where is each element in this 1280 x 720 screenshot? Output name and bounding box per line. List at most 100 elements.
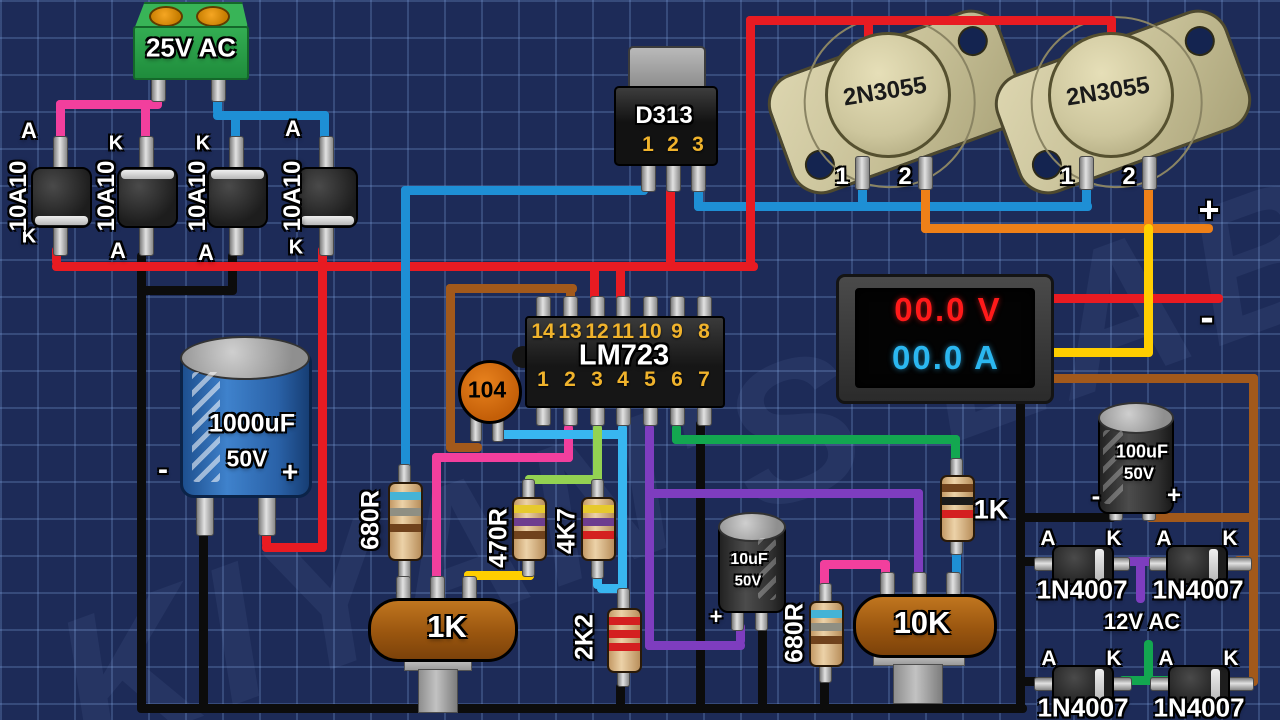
terminal-screw — [149, 6, 183, 27]
ic-pin-number: 11 — [611, 320, 635, 343]
wire-segment — [446, 284, 577, 293]
wire-segment — [432, 453, 573, 462]
ic-body — [525, 316, 725, 408]
cap-voltage: 50V — [734, 572, 762, 590]
wire-collector-header — [746, 16, 1116, 25]
resistor-680r — [809, 601, 844, 667]
diode-polarity: K — [195, 132, 211, 155]
ic-pin-number: 13 — [558, 320, 582, 343]
wire-segment — [746, 16, 755, 266]
polarity-plus: + — [709, 604, 723, 629]
d313-pin-number: 2 — [667, 133, 679, 156]
wire-segment — [213, 96, 222, 116]
wire-segment — [914, 489, 923, 583]
wire-segment — [137, 252, 146, 712]
ic-pin-number: 10 — [638, 320, 662, 343]
wire-segment — [645, 641, 745, 650]
wire-segment — [262, 524, 271, 548]
wire-segment — [228, 252, 237, 295]
meter-voltage-readout: 00.0 V — [894, 291, 1002, 328]
ic-pin-number: 4 — [617, 368, 629, 391]
wire-segment — [597, 584, 627, 593]
wire-segment — [820, 679, 829, 710]
pot-shaft[interactable] — [418, 669, 458, 713]
wire-ground-rail — [137, 704, 1027, 713]
ic-pin-number: 3 — [591, 368, 603, 391]
d313-body — [614, 86, 718, 166]
resistor-label: 1K — [973, 494, 1009, 525]
wire-segment — [820, 560, 829, 594]
wire-segment — [401, 186, 410, 476]
wire-meter-out — [1046, 294, 1223, 303]
wire-segment — [432, 453, 441, 583]
wire-segment — [318, 262, 327, 552]
diode-name: 1N4007 — [1152, 574, 1244, 605]
ic-pin-number: 7 — [698, 368, 710, 391]
wire-segment — [616, 262, 625, 304]
transistor-pin-number: 1 — [1060, 163, 1074, 190]
pot-label: 1K — [427, 609, 467, 644]
transistor-can — [825, 32, 951, 158]
wire-segment — [56, 100, 65, 142]
wire-segment — [1082, 183, 1091, 207]
diode-polarity: K — [1106, 527, 1122, 550]
diode-polarity: A — [1040, 527, 1056, 550]
transistor-pin-number: 2 — [1122, 163, 1136, 190]
wire-segment — [1046, 348, 1153, 357]
pot-label: 10K — [893, 605, 951, 640]
wire-segment — [952, 549, 961, 581]
transistor-pin-number: 1 — [835, 163, 849, 190]
wire-segment — [318, 246, 327, 266]
diode-name: 10A10 — [279, 160, 306, 232]
filter-cap-voltage: 50V — [226, 445, 268, 472]
ic-pin-number: 8 — [698, 320, 710, 343]
wire-segment — [497, 430, 627, 439]
cap-voltage: 50V — [1123, 464, 1155, 483]
wire-segment — [672, 435, 960, 444]
wire-segment — [1144, 183, 1153, 231]
resistor-label: 2K2 — [570, 614, 599, 660]
pot-10k[interactable] — [853, 594, 997, 658]
wire-segment — [736, 623, 745, 645]
diode-1n4007 — [1168, 665, 1230, 705]
pot-1k[interactable] — [368, 598, 518, 662]
wire-segment — [696, 420, 705, 710]
terminal-screw — [196, 6, 230, 27]
output-minus-label: - — [1200, 295, 1214, 340]
resistor-1k — [940, 475, 975, 542]
wire-segment — [1107, 16, 1116, 44]
wire-segment — [694, 202, 1092, 211]
diode-name: 10A10 — [5, 160, 32, 232]
wire-segment — [564, 424, 573, 462]
cap-value: 100uF — [1115, 441, 1169, 462]
polarity-plus: + — [281, 456, 299, 487]
resistor-2k2 — [607, 608, 642, 673]
ic-label: LM723 — [578, 339, 670, 372]
cap-value: 10uF — [730, 551, 768, 568]
wire-segment — [401, 186, 648, 195]
wire-segment — [820, 560, 890, 569]
ac-12v-label: 12V AC — [1103, 609, 1181, 634]
diode-1n4007 — [1052, 665, 1114, 705]
wire-segment — [590, 262, 599, 304]
filter-cap-value: 1000uF — [208, 409, 296, 438]
diode-polarity: K — [288, 236, 304, 259]
ic-pin-number: 14 — [531, 320, 555, 343]
ic-pin-number: 2 — [564, 368, 576, 391]
diode-polarity: K — [1222, 527, 1238, 550]
diode-polarity: A — [110, 238, 126, 263]
d313-pin-number: 3 — [692, 133, 704, 156]
ic-pin-number: 6 — [671, 368, 683, 391]
wire-segment — [446, 443, 482, 452]
pot-shaft[interactable] — [893, 664, 943, 704]
wire-segment — [137, 286, 235, 295]
diode-polarity: A — [1156, 527, 1172, 550]
resistor-470r — [512, 497, 547, 561]
transistor-pin-number: 2 — [898, 163, 912, 190]
d313-label: D313 — [635, 102, 693, 129]
diode-name: 10A10 — [184, 160, 211, 232]
cap-stripe — [192, 372, 220, 482]
wire-segment — [1136, 557, 1145, 603]
diode-1n4007 — [1166, 545, 1228, 585]
